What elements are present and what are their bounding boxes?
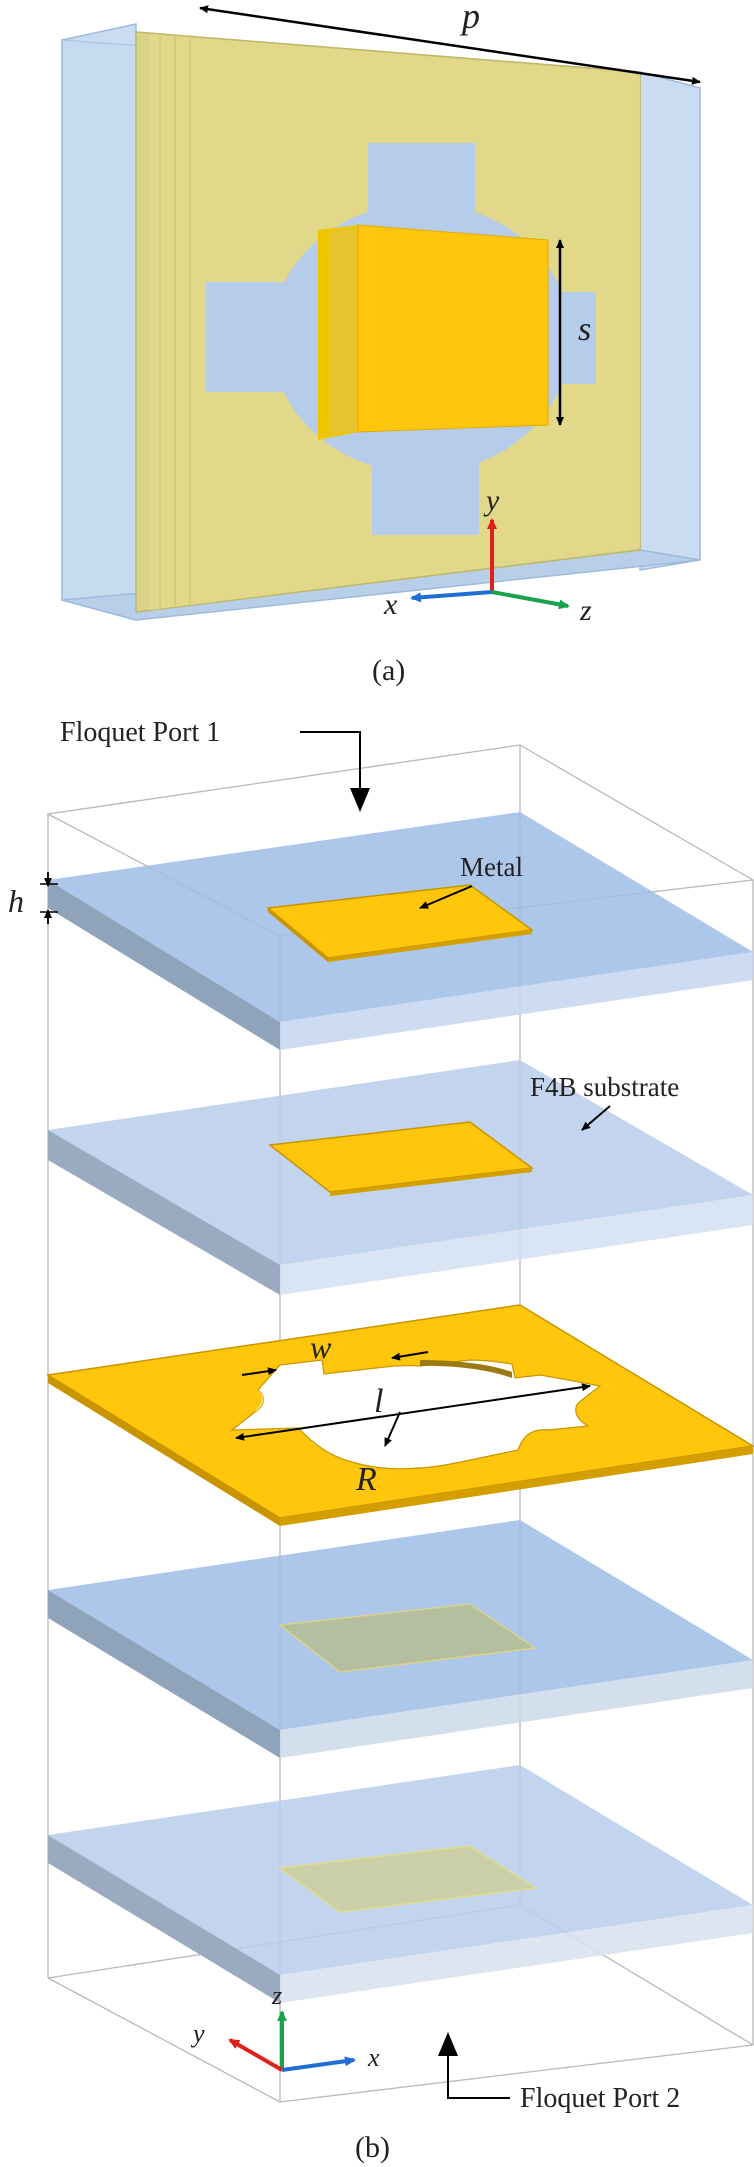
panel-b: w l R h [8,717,754,2164]
axes-b: z x y [190,1981,380,2072]
substrate-layer-5 [48,1765,753,2003]
floquet-port-1-callout: Floquet Port 1 [60,717,370,812]
dimension-w: w [241,1329,429,1376]
metal-patch [318,224,549,440]
caption-b: (b) [355,2131,390,2164]
dimension-p-label: p [459,0,480,36]
floquet-port-2-label: Floquet Port 2 [520,2083,680,2114]
dimension-h: h [8,872,58,924]
floquet-port-1-label: Floquet Port 1 [60,717,220,748]
panel-a: s p y z x (a) [61,0,701,687]
dimension-l: l [235,1383,591,1441]
dimension-s-label: s [578,311,591,348]
metal-label: Metal [460,852,523,882]
slotted-metal-layer [45,1304,754,1526]
axis-y-label-b: y [190,2019,205,2048]
dimension-h-label: h [8,883,24,919]
metal-callout: Metal [419,852,523,909]
substrate-layer-1 [48,812,753,1050]
substrate-label: F4B substrate [530,1072,679,1102]
axis-x-label-b: x [367,2043,380,2072]
floquet-port-2-callout: Floquet Port 2 [438,2032,680,2114]
dimension-w-label: w [310,1329,332,1365]
dimension-R-label: R [355,1461,377,1498]
dimension-l-label: l [374,1383,383,1420]
axis-z-label-b: z [271,1981,282,2010]
substrate-layer-2 [48,1060,753,1295]
axis-x-label-a: x [383,588,398,621]
dimension-R: R [355,1411,401,1498]
axes-a: y z x [383,484,592,627]
dimension-p: p [199,0,701,85]
axis-y-label-a: y [483,484,500,517]
substrate-layer-4 [48,1520,753,1758]
axis-z-label-a: z [579,594,592,627]
caption-a: (a) [372,654,405,687]
dimension-s: s [556,239,591,426]
substrate-callout: F4B substrate [530,1072,679,1131]
